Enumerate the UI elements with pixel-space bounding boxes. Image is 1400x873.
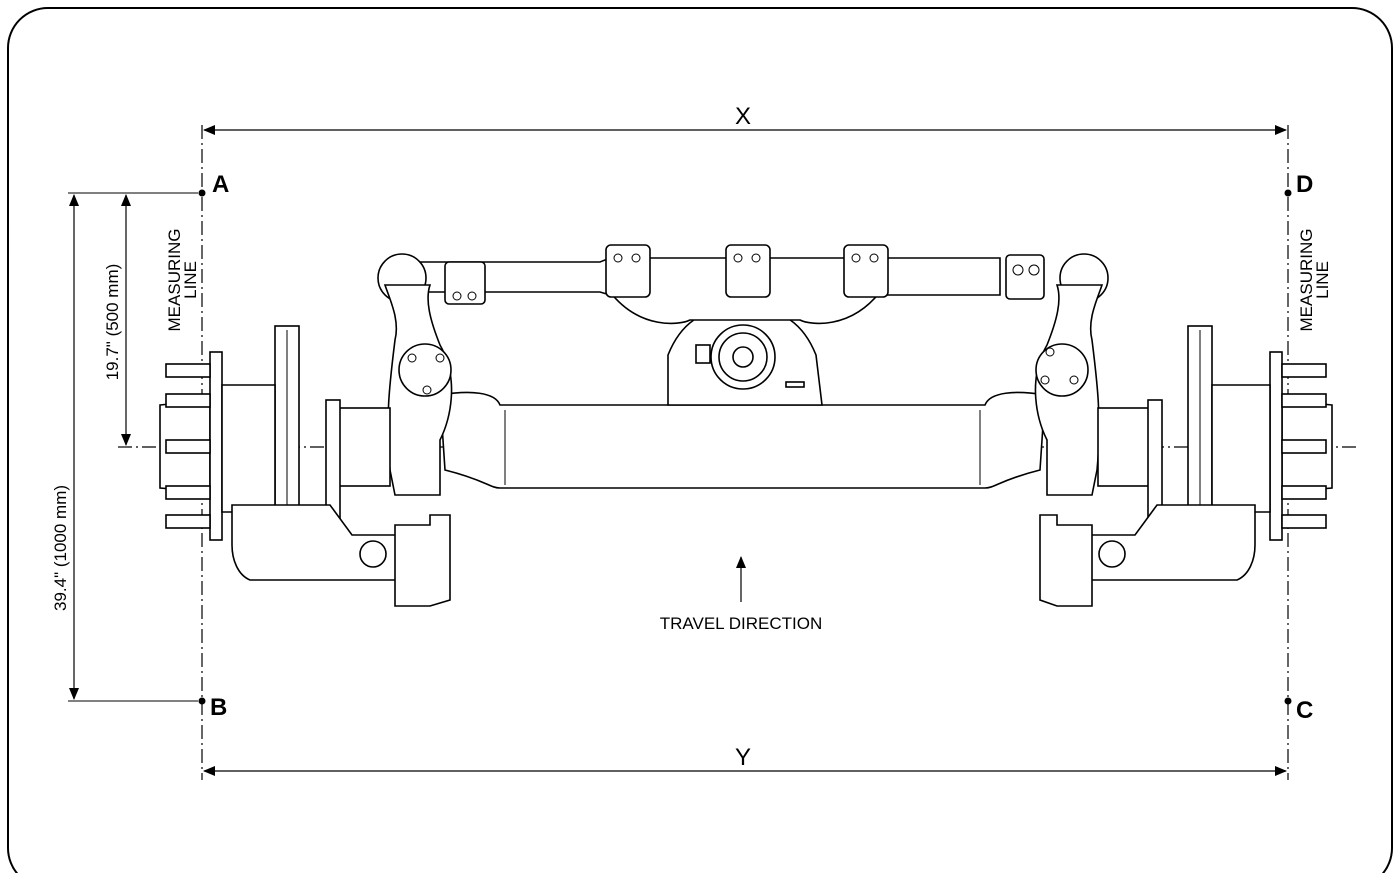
- axle-beam: [439, 391, 1046, 489]
- point-a-label: A: [212, 171, 229, 198]
- dimension-x-label: X: [735, 103, 751, 130]
- tie-rod: [419, 257, 1001, 296]
- axle-illustration: [159, 244, 1333, 607]
- dimension-y-label: Y: [735, 744, 751, 771]
- brake-caliper-left: [231, 504, 401, 581]
- point-d-marker: [1284, 189, 1292, 197]
- clamp-4: [843, 244, 889, 298]
- brake-chamber-right: [1039, 514, 1093, 607]
- measuring-line-label-left: MEASURING LINE: [165, 229, 200, 332]
- measuring-line-right-word2: LINE: [1313, 261, 1332, 299]
- travel-direction-label: TRAVEL DIRECTION: [660, 614, 822, 633]
- brake-caliper-right: [1086, 504, 1256, 581]
- clamp-1: [444, 261, 486, 305]
- point-c-label: C: [1296, 697, 1313, 724]
- measuring-line-label-right: MEASURING LINE: [1297, 229, 1332, 332]
- measuring-line-left-word2: LINE: [181, 261, 200, 299]
- clamp-3: [725, 244, 771, 298]
- point-c-marker: [1284, 697, 1292, 705]
- wheel-studs-right: [1281, 363, 1327, 529]
- clamp-2: [605, 244, 651, 298]
- measuring-line-left-word1: MEASURING: [165, 229, 184, 332]
- point-a-marker: [198, 189, 206, 197]
- clamp-5: [1005, 254, 1045, 300]
- point-b-label: B: [210, 694, 227, 721]
- diagram-frame: [7, 7, 1393, 873]
- point-b-marker: [198, 697, 206, 705]
- dimension-long-label: 39.4" (1000 mm): [51, 485, 70, 611]
- point-d-label: D: [1296, 171, 1313, 198]
- wheel-studs-left: [165, 363, 211, 529]
- dimension-short-label: 19.7" (500 mm): [103, 264, 122, 381]
- measuring-line-right-word1: MEASURING: [1297, 229, 1316, 332]
- brake-chamber-left: [394, 514, 451, 607]
